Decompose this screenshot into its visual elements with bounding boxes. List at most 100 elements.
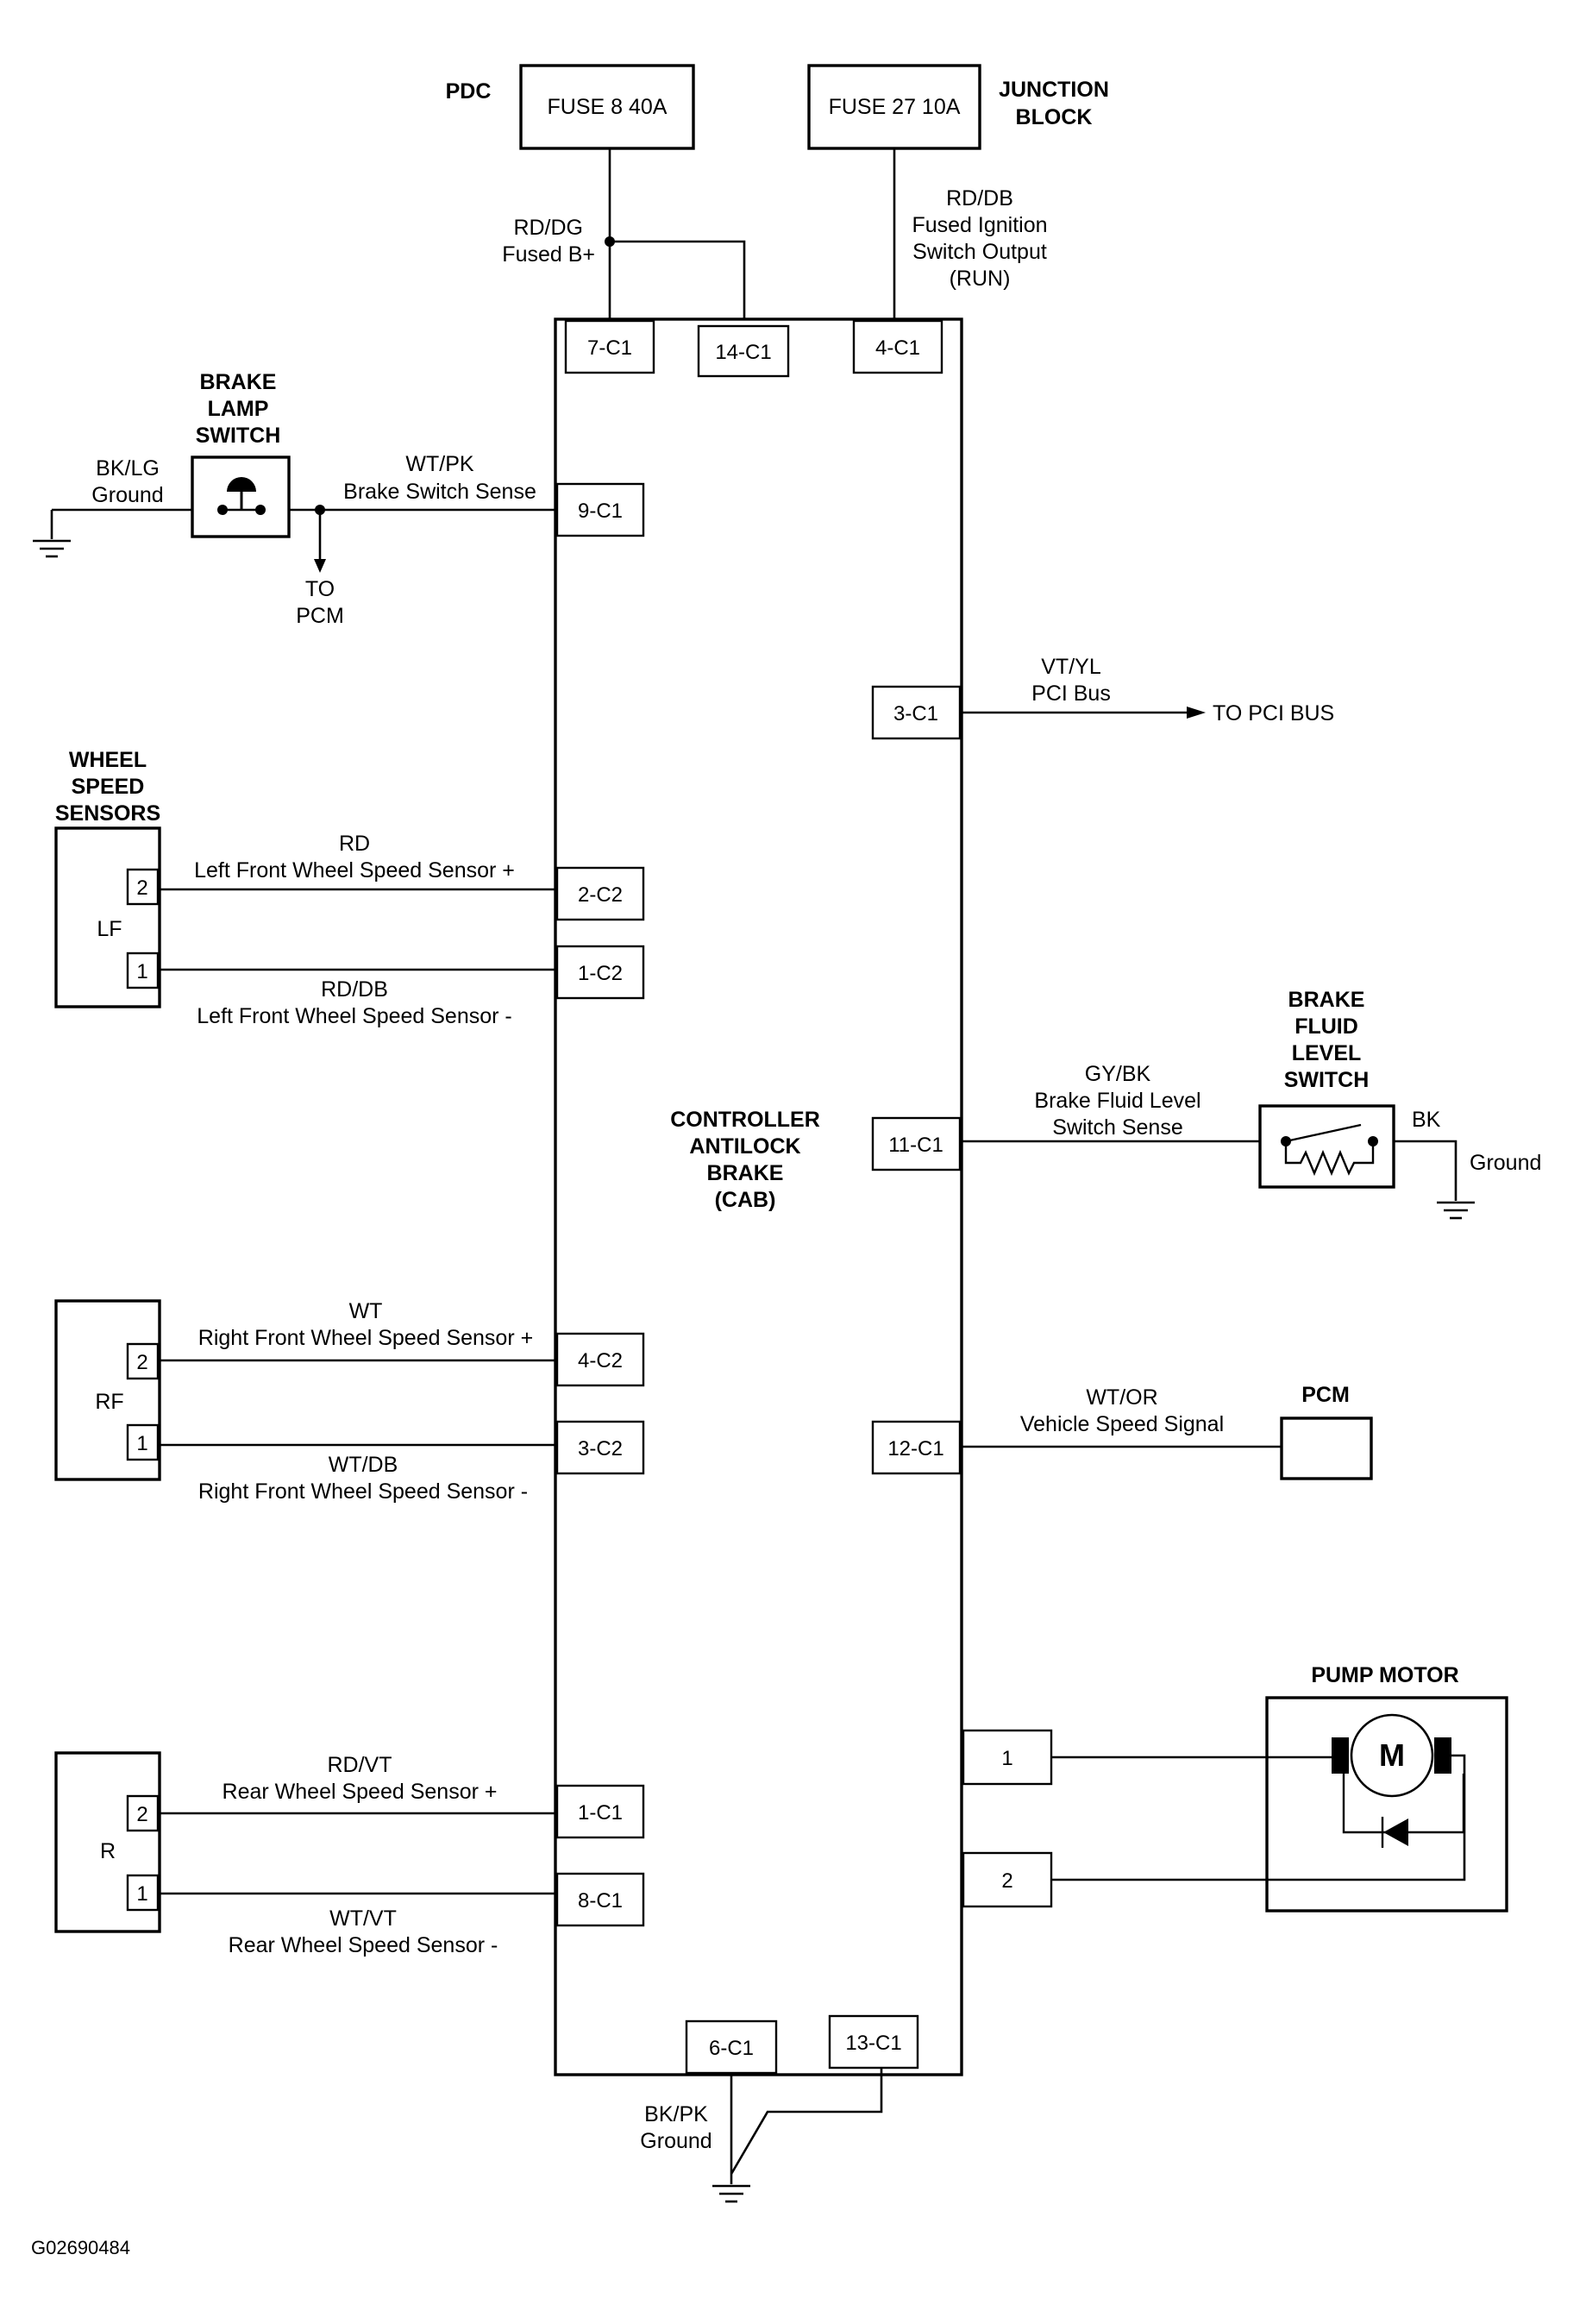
rf-minus-color: WT/DB (329, 1453, 398, 1477)
pcm-title: PCM (1301, 1383, 1350, 1407)
pump-motor-title: PUMP MOTOR (1311, 1663, 1458, 1687)
fluid-switch-title-3: LEVEL (1292, 1041, 1362, 1065)
pin-13-c1 (828, 2014, 919, 2070)
fuse-8-label: FUSE 8 40A (548, 95, 668, 119)
ign-wire-desc-1: Fused Ignition (912, 213, 1047, 237)
pcm-wire-desc: Vehicle Speed Signal (1020, 1412, 1224, 1436)
lf-pin-2-label: 2 (136, 876, 147, 900)
pin-4-c1 (852, 319, 943, 374)
motor-letter: M (1379, 1737, 1405, 1773)
rf-pin-1 (126, 1423, 160, 1461)
pcm-wire-color: WT/OR (1086, 1385, 1157, 1410)
lf-minus-desc: Left Front Wheel Speed Sensor - (197, 1004, 511, 1028)
pdc-label: PDC (446, 79, 492, 104)
rear-plus-color: RD/VT (328, 1753, 392, 1777)
arrow-right-icon (1187, 707, 1206, 719)
pci-color: VT/YL (1041, 655, 1101, 679)
wheel-sensors-title-3: SENSORS (55, 801, 160, 826)
cab-ground-section: BK/PK Ground (640, 2068, 883, 2203)
pin-11-c1-label: 11-C1 (888, 1134, 943, 1157)
batt-wire-desc: Fused B+ (502, 242, 595, 267)
arrow-down-icon (314, 559, 326, 573)
pci-dest: TO PCI BUS (1213, 701, 1334, 725)
rf-sensor: RF 2 1 WT Right Front Wheel Speed Sensor… (54, 1299, 557, 1504)
splice-dot (605, 236, 615, 247)
cab-body (554, 317, 963, 2076)
motor-icon: M (1332, 1713, 1451, 1798)
pin-8-c1-label: 8-C1 (578, 1889, 623, 1913)
to-pcm-label-1: TO (305, 577, 335, 601)
batt-wire-color: RD/DG (513, 216, 583, 240)
pin-4-c2 (555, 1332, 645, 1387)
lf-plus-desc: Left Front Wheel Speed Sensor + (194, 858, 515, 882)
fluid-gnd-desc: Ground (1470, 1151, 1541, 1175)
brake-sense-desc: Brake Switch Sense (343, 480, 536, 504)
pin-3-c1-label: 3-C1 (893, 702, 938, 725)
fused-bplus-branch-wire (610, 240, 746, 330)
rf-minus-desc: Right Front Wheel Speed Sensor - (198, 1479, 528, 1504)
brake-lamp-gnd-desc: Ground (91, 483, 163, 507)
pin-3-c2-label: 3-C2 (578, 1437, 623, 1460)
fluid-level-switch-section: BRAKE FLUID LEVEL SWITCH GY/BK Brake Flu… (960, 988, 1541, 1220)
pin-pump-1 (962, 1729, 1053, 1786)
brake-lamp-title-2: LAMP (208, 397, 269, 421)
ground-symbol-icon (712, 2184, 750, 2203)
pin-14-c1-label: 14-C1 (715, 341, 771, 364)
cab-module: CONTROLLER ANTILOCK BRAKE (CAB) 7-C1 14-… (554, 317, 1053, 2076)
pin-2-c2 (555, 866, 645, 921)
rear-minus-desc: Rear Wheel Speed Sensor - (229, 1933, 498, 1957)
pin-6-c1-label: 6-C1 (709, 2037, 754, 2060)
lf-sensor: LF 2 1 RD Left Front Wheel Speed Sensor … (54, 826, 557, 1028)
rf-plus-desc: Right Front Wheel Speed Sensor + (198, 1326, 533, 1350)
fluid-switch-box (1258, 1104, 1395, 1189)
rear-pin-2-label: 2 (136, 1803, 147, 1826)
fuse-27-box (807, 64, 981, 150)
wheel-sensors-title-1: WHEEL (69, 748, 147, 772)
pin-2-c2-label: 2-C2 (578, 883, 623, 907)
pin-11-c1 (871, 1116, 962, 1171)
fluid-color: GY/BK (1085, 1062, 1151, 1086)
lf-sensor-name: LF (97, 917, 122, 941)
pump-motor-section: PUMP MOTOR M (1051, 1663, 1508, 1913)
pcm-box (1280, 1416, 1373, 1480)
pin-9-c1-label: 9-C1 (578, 499, 623, 523)
pci-desc: PCI Bus (1031, 681, 1111, 706)
junction-block-label-1: JUNCTION (999, 78, 1109, 102)
fluid-gnd-color: BK (1412, 1108, 1441, 1132)
cab-ground-wire-2 (730, 2068, 883, 2175)
rear-sensor-name: R (100, 1839, 116, 1863)
figure-id: G02690484 (31, 2237, 130, 2258)
ground-symbol-icon (33, 539, 71, 558)
junction-block-label-2: BLOCK (1016, 105, 1093, 129)
lf-plus-color: RD (339, 832, 370, 856)
ground-symbol-icon (1437, 1201, 1475, 1220)
cab-title-1: CONTROLLER (670, 1108, 820, 1132)
fluid-ground-wire (1394, 1140, 1457, 1201)
cab-title-3: BRAKE (707, 1161, 784, 1185)
brake-sense-color: WT/PK (405, 452, 473, 476)
fluid-switch-icon (1281, 1123, 1378, 1177)
fluid-switch-title-2: FLUID (1295, 1014, 1358, 1039)
cab-title-4: (CAB) (715, 1188, 776, 1212)
wheel-sensors-title-2: SPEED (72, 775, 145, 799)
fluid-switch-title-1: BRAKE (1288, 988, 1365, 1012)
brake-lamp-title-1: BRAKE (200, 370, 277, 394)
pin-3-c1 (871, 685, 962, 740)
ign-wire-desc-2: Switch Output (912, 240, 1047, 264)
pin-8-c1 (555, 1872, 645, 1927)
pin-1-c2 (555, 945, 645, 1000)
fuse-27-label: FUSE 27 10A (829, 95, 961, 119)
rf-pin-1-label: 1 (136, 1432, 147, 1455)
pin-3-c2 (555, 1420, 645, 1475)
brake-switch-icon (217, 477, 266, 515)
cab-gnd-color: BK/PK (644, 2102, 708, 2126)
ign-wire-desc-3: (RUN) (950, 267, 1011, 291)
rear-pin-2 (126, 1794, 160, 1832)
rear-plus-desc: Rear Wheel Speed Sensor + (223, 1780, 498, 1804)
wheel-speed-sensors-section: WHEEL SPEED SENSORS LF 2 1 RD Left Front… (54, 748, 557, 1957)
fluid-desc-1: Brake Fluid Level (1034, 1089, 1200, 1113)
pin-13-c1-label: 13-C1 (845, 2032, 901, 2055)
pin-1-c1 (555, 1784, 645, 1839)
pin-pump-2-label: 2 (1001, 1869, 1012, 1893)
